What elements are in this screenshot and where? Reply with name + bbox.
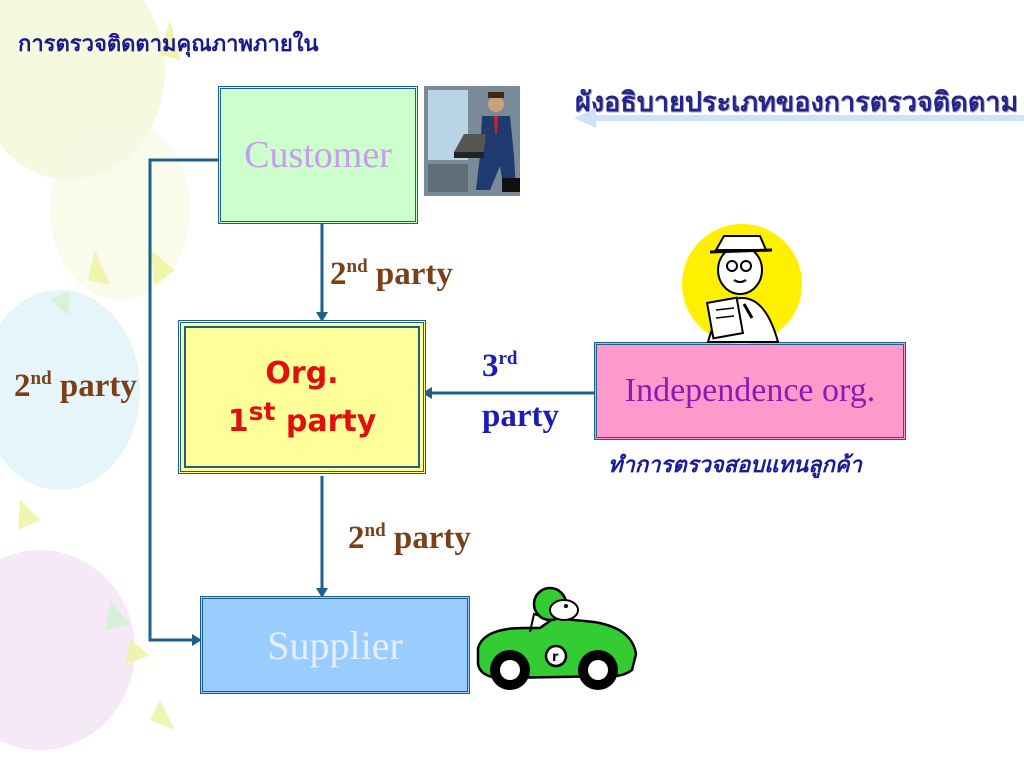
third-party-label-num: 3rd [482, 348, 518, 384]
businessman-laptop-icon [424, 86, 520, 196]
slide-subtitle: ผังอธิบายประเภทของการตรวจติดตาม [575, 87, 1019, 118]
supplier-label: Supplier [267, 622, 403, 668]
third-party-label-word: party [482, 398, 559, 434]
independence-org-label: Independence org. [624, 372, 876, 409]
subtitle-arrow-icon [574, 108, 1024, 128]
slide-title: การตรวจติดตามคุณภาพภายใน [18, 32, 319, 57]
customer-label: Customer [244, 134, 392, 176]
customer-node: Customer [218, 86, 418, 224]
svg-text:r: r [552, 650, 559, 665]
detective-clipboard-icon [682, 224, 802, 344]
second-party-label-top: 2nd party [330, 256, 453, 292]
race-car-driver-icon: r [476, 586, 638, 690]
second-party-label-bottom: 2nd party [348, 520, 471, 556]
org-node: Org. 1st party [178, 320, 426, 474]
independence-org-caption: ทำการตรวจสอบแทนลูกค้า [608, 453, 862, 478]
first-party-label: 1st party [227, 396, 377, 439]
supplier-node: Supplier [200, 596, 470, 694]
second-party-label-left: 2nd party [14, 368, 137, 404]
org-label: Org. [265, 355, 339, 391]
independence-org-node: Independence org. [594, 342, 906, 440]
